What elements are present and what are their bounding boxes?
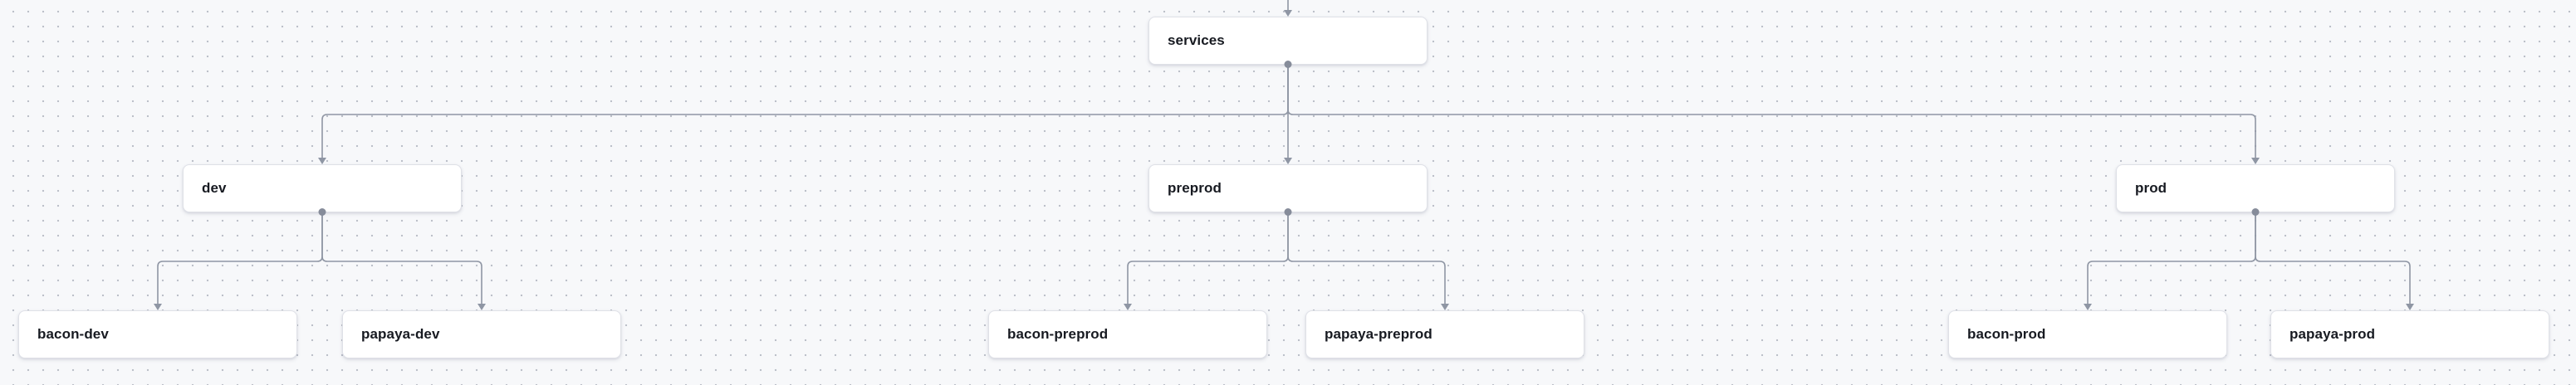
edge-prod-bacon-prod xyxy=(2087,212,2256,307)
node-bacon-preprod[interactable]: bacon-preprod xyxy=(988,310,1267,358)
node-prod[interactable]: prod xyxy=(2116,164,2395,216)
edge-preprod-papaya-preprod xyxy=(1287,212,1446,307)
node-dev[interactable]: dev xyxy=(183,164,462,216)
node-papaya-dev[interactable]: papaya-dev xyxy=(342,310,621,358)
arrowhead-papaya-preprod xyxy=(1441,304,1449,310)
arrowhead-bacon-preprod xyxy=(1124,304,1132,310)
edge-services-dev xyxy=(321,65,1289,161)
node-label: papaya-prod xyxy=(2290,326,2376,342)
arrowhead-dev xyxy=(318,158,326,164)
node-label: bacon-dev xyxy=(37,326,109,342)
node-label: preprod xyxy=(1168,180,1222,196)
source-handle[interactable] xyxy=(1284,208,1292,216)
node-label: bacon-preprod xyxy=(1007,326,1109,342)
arrowhead-preprod xyxy=(1284,158,1292,164)
node-label: bacon-prod xyxy=(1967,326,2046,342)
edge-preprod-bacon-preprod xyxy=(1127,212,1289,307)
node-label: dev xyxy=(202,180,227,196)
edge-dev-bacon-dev xyxy=(157,212,323,307)
node-preprod[interactable]: preprod xyxy=(1148,164,1428,216)
arrowhead-bacon-dev xyxy=(154,304,162,310)
node-label: papaya-dev xyxy=(361,326,440,342)
node-label: services xyxy=(1168,32,1225,48)
source-handle[interactable] xyxy=(1284,61,1292,68)
arrowhead-papaya-dev xyxy=(477,304,486,310)
edge-services-prod xyxy=(1287,65,2256,161)
node-services[interactable]: services xyxy=(1148,17,1428,68)
edge-dev-papaya-dev xyxy=(321,212,482,307)
node-label: prod xyxy=(2135,180,2167,196)
source-handle[interactable] xyxy=(2251,208,2260,216)
arrowhead-bacon-prod xyxy=(2084,304,2092,310)
arrowhead-prod xyxy=(2251,158,2260,164)
node-papaya-preprod[interactable]: papaya-preprod xyxy=(1305,310,1584,358)
node-papaya-prod[interactable]: papaya-prod xyxy=(2270,310,2549,358)
source-handle[interactable] xyxy=(318,208,326,216)
node-label: papaya-preprod xyxy=(1325,326,1432,342)
edge-prod-papaya-prod xyxy=(2255,212,2411,307)
arrowhead-services xyxy=(1284,10,1292,17)
arrowhead-papaya-prod xyxy=(2406,304,2414,310)
node-bacon-dev[interactable]: bacon-dev xyxy=(18,310,297,358)
node-bacon-prod[interactable]: bacon-prod xyxy=(1948,310,2227,358)
